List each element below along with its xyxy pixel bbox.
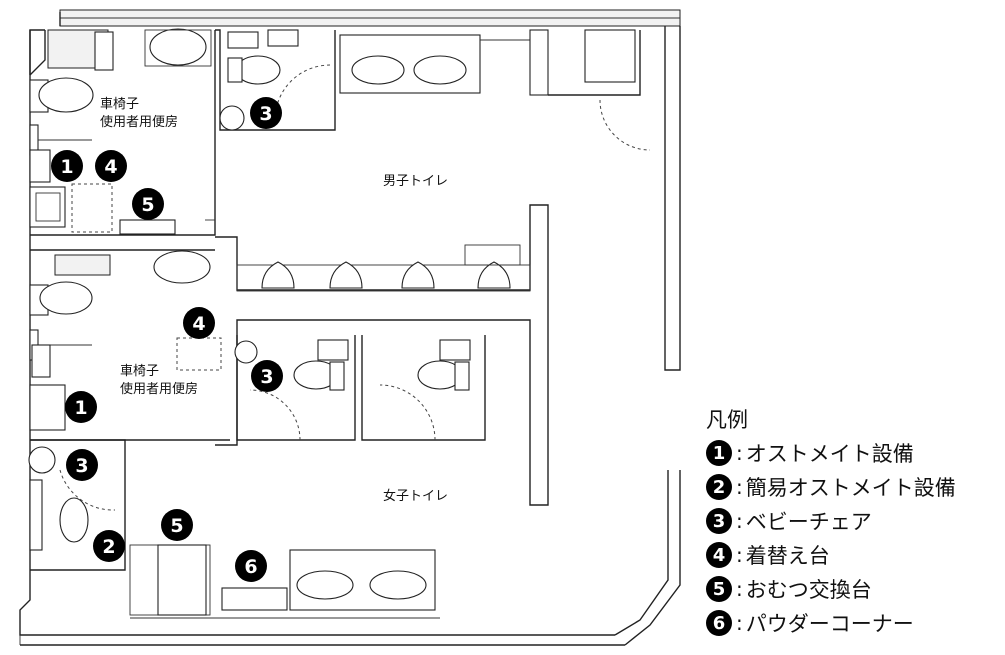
legend-badge-3: 3 bbox=[706, 508, 732, 534]
wheelchair-room-lower bbox=[29, 249, 230, 441]
marker-ostomate-upper: 1 bbox=[51, 150, 83, 182]
room-label-wheelchair-upper-line1: 車椅子 bbox=[100, 97, 139, 112]
legend-item-baby-chair: 3 : ベビーチェア bbox=[706, 504, 1002, 538]
marker-baby-chair-womens-stall: 3 bbox=[251, 360, 283, 392]
marker-powder-corner: 6 bbox=[235, 550, 267, 582]
marker-baby-chair-lower: 3 bbox=[66, 449, 98, 481]
legend-label-changing-table: 着替え台 bbox=[745, 544, 830, 568]
mens-stalls bbox=[215, 29, 651, 151]
lower-facilities bbox=[28, 439, 440, 619]
marker-changing-table-lower: 4 bbox=[183, 307, 215, 339]
svg-text:1: 1 bbox=[74, 397, 87, 419]
legend-badge-1: 1 bbox=[706, 440, 732, 466]
legend-label-diaper-table: おむつ交換台 bbox=[745, 578, 872, 602]
svg-text:6: 6 bbox=[244, 556, 257, 578]
legend-separator: : bbox=[736, 509, 743, 533]
marker-ostomate-lower: 1 bbox=[65, 391, 97, 423]
legend-item-changing-table: 4 : 着替え台 bbox=[706, 538, 1002, 572]
womens-stalls bbox=[234, 335, 486, 441]
svg-text:4: 4 bbox=[192, 313, 205, 335]
legend-badge-6: 6 bbox=[706, 610, 732, 636]
legend-separator: : bbox=[736, 577, 743, 601]
room-labels: 車椅子 使用者用便房 男子トイレ 車椅子 使用者用便房 女子トイレ bbox=[100, 97, 448, 504]
legend-label-ostomate: オストメイト設備 bbox=[745, 442, 914, 466]
legend-item-powder-corner: 6 : パウダーコーナー bbox=[706, 606, 1002, 640]
svg-text:5: 5 bbox=[170, 515, 183, 537]
marker-diaper-table-upper: 5 bbox=[132, 188, 164, 220]
legend-badge-2: 2 bbox=[706, 474, 732, 500]
svg-text:3: 3 bbox=[260, 366, 273, 388]
marker-baby-chair-mens: 3 bbox=[250, 97, 282, 129]
legend-separator: : bbox=[736, 475, 743, 499]
svg-text:2: 2 bbox=[102, 536, 115, 558]
svg-text:4: 4 bbox=[104, 156, 117, 178]
legend-separator: : bbox=[736, 611, 743, 635]
legend-badge-5: 5 bbox=[706, 576, 732, 602]
svg-text:5: 5 bbox=[141, 194, 154, 216]
svg-text:1: 1 bbox=[60, 156, 73, 178]
room-label-wheelchair-upper-line2: 使用者用便房 bbox=[100, 114, 178, 130]
legend-item-diaper-table: 5 : おむつ交換台 bbox=[706, 572, 1002, 606]
legend: 凡例 1 : オストメイト設備 2 : 簡易オストメイト設備 3 : ベビーチェ… bbox=[706, 404, 1002, 640]
urinal-block bbox=[215, 204, 549, 506]
room-label-wheelchair-lower-line2: 使用者用便房 bbox=[120, 381, 198, 397]
svg-text:3: 3 bbox=[259, 103, 272, 125]
legend-badge-4: 4 bbox=[706, 542, 732, 568]
wheelchair-room-upper bbox=[29, 28, 216, 236]
svg-text:3: 3 bbox=[75, 455, 88, 477]
marker-simple-ostomate: 2 bbox=[93, 530, 125, 562]
legend-label-powder-corner: パウダーコーナー bbox=[745, 612, 914, 636]
marker-diaper-table-lower: 5 bbox=[161, 509, 193, 541]
legend-title: 凡例 bbox=[706, 408, 748, 432]
legend-label-simple-ostomate: 簡易オストメイト設備 bbox=[745, 476, 956, 500]
legend-separator: : bbox=[736, 543, 743, 567]
legend-separator: : bbox=[736, 441, 743, 465]
room-label-wheelchair-lower-line1: 車椅子 bbox=[120, 364, 159, 379]
legend-label-baby-chair: ベビーチェア bbox=[745, 510, 872, 534]
room-label-mens: 男子トイレ bbox=[383, 174, 448, 189]
legend-item-ostomate: 1 : オストメイト設備 bbox=[706, 436, 1002, 470]
marker-changing-table-upper: 4 bbox=[95, 150, 127, 182]
room-label-womens: 女子トイレ bbox=[383, 488, 448, 504]
legend-item-simple-ostomate: 2 : 簡易オストメイト設備 bbox=[706, 470, 1002, 504]
markers: 1 4 5 3 4 3 1 3 bbox=[51, 97, 283, 582]
